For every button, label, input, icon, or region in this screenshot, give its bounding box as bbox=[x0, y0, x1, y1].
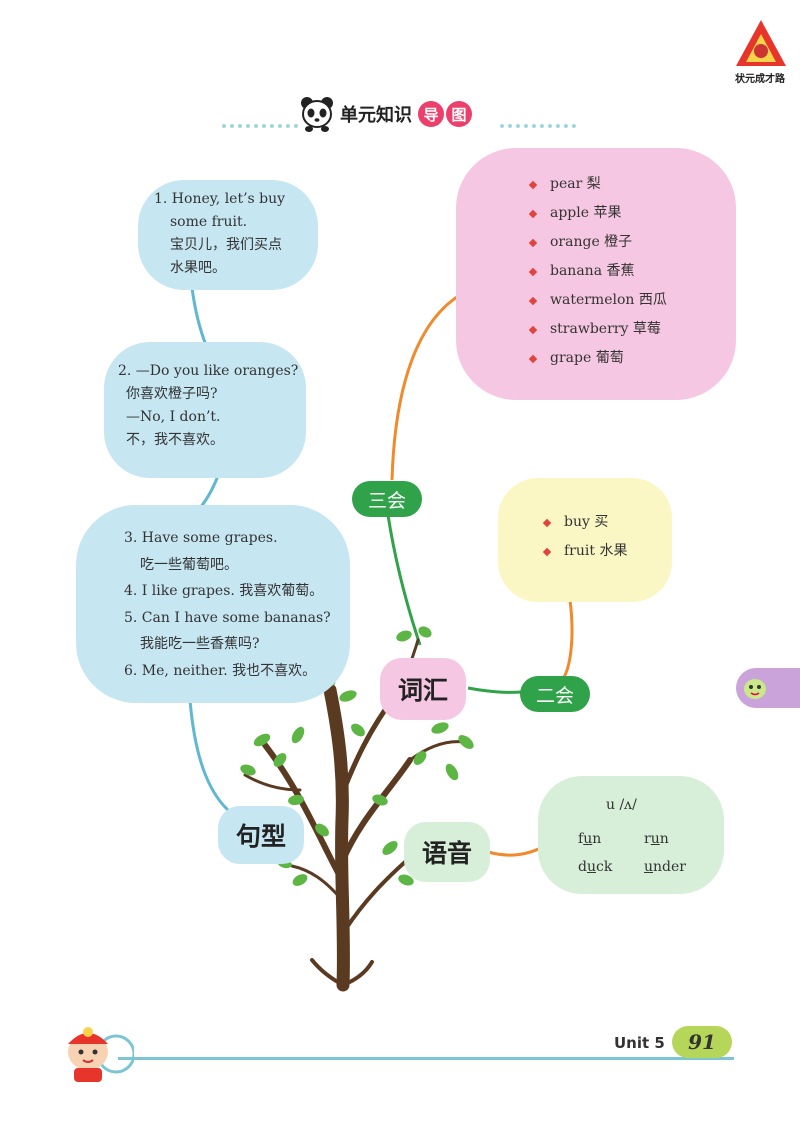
label-er-hui: 二会 bbox=[520, 676, 590, 712]
vocab-item: orange 橙子 bbox=[528, 228, 736, 257]
vocab-word: apple 苹果 bbox=[550, 205, 622, 221]
mascot-icon bbox=[68, 1027, 134, 1082]
title-badge-char-2: 图 bbox=[446, 101, 472, 127]
sentence-2-a-zh: 不，我不喜欢。 bbox=[126, 432, 224, 448]
vocab-word: fruit 水果 bbox=[564, 543, 628, 559]
vocab-word: grape 葡萄 bbox=[550, 350, 624, 366]
leaf-character-icon bbox=[744, 679, 766, 699]
sentence-6: 6. Me, neither. 我也不喜欢。 bbox=[124, 662, 317, 679]
header-dots-right bbox=[500, 124, 576, 128]
vocab-san-bubble: pear 梨 apple 苹果 orange 橙子 banana 香蕉 wate… bbox=[456, 148, 736, 400]
bullet-icon bbox=[528, 325, 538, 334]
vocab-word: orange 橙子 bbox=[550, 234, 633, 250]
vocab-word: pear 梨 bbox=[550, 176, 601, 192]
sentence-5-zh: 我能吃一些香蕉吗? bbox=[140, 636, 260, 652]
page-number: 91 bbox=[672, 1026, 732, 1058]
bullet-icon bbox=[528, 209, 538, 218]
vocab-item: banana 香蕉 bbox=[528, 257, 736, 286]
brand-logo-icon bbox=[736, 20, 786, 66]
sentence-bubble-3: 3. Have some grapes. 吃一些葡萄吧。 4. I like g… bbox=[76, 505, 350, 703]
sentence-1-en-cont: some fruit. bbox=[170, 214, 248, 230]
phonics-word: run bbox=[644, 831, 669, 847]
section-title: 单元知识 导 图 bbox=[300, 94, 472, 134]
sentence-1-zh: 宝贝儿，我们买点 bbox=[170, 237, 282, 253]
sentence-1-en: 1. Honey, let’s buy bbox=[154, 191, 286, 207]
sentence-5-en: 5. Can I have some bananas? bbox=[124, 609, 331, 626]
sentence-2-a-en: —No, I don’t. bbox=[126, 409, 221, 425]
bullet-icon bbox=[528, 354, 538, 363]
bullet-icon bbox=[542, 547, 552, 556]
phonics-heading: u /ʌ/ bbox=[606, 797, 637, 813]
bullet-icon bbox=[528, 267, 538, 276]
bullet-icon bbox=[542, 518, 552, 527]
phonics-bubble: u /ʌ/ fun run duck under bbox=[538, 776, 724, 894]
phonics-word: under bbox=[644, 859, 686, 875]
label-san-hui: 三会 bbox=[352, 481, 422, 517]
vocab-word: buy 买 bbox=[564, 514, 609, 530]
phonics-word: duck bbox=[578, 859, 613, 875]
bullet-icon bbox=[528, 238, 538, 247]
label-juxing: 句型 bbox=[218, 806, 304, 864]
bullet-icon bbox=[528, 180, 538, 189]
sentence-4: 4. I like grapes. 我喜欢葡萄。 bbox=[124, 583, 324, 599]
sentence-bubble-2: 2. —Do you like oranges? 你喜欢橙子吗? —No, I … bbox=[104, 342, 306, 478]
title-text: 单元知识 bbox=[340, 105, 412, 126]
label-yuyin: 语音 bbox=[404, 822, 490, 882]
sentence-2-q-en: 2. —Do you like oranges? bbox=[118, 363, 299, 379]
header-dots-left bbox=[222, 124, 298, 128]
vocab-item: fruit 水果 bbox=[542, 537, 672, 566]
vocab-word: strawberry 草莓 bbox=[550, 321, 661, 337]
sentence-bubble-1: 1. Honey, let’s buy some fruit. 宝贝儿，我们买点… bbox=[138, 180, 318, 290]
vocab-word: banana 香蕉 bbox=[550, 263, 635, 279]
vocab-item: watermelon 西瓜 bbox=[528, 286, 736, 315]
unit-label: Unit 5 bbox=[614, 1034, 665, 1052]
side-tab bbox=[736, 668, 800, 708]
vocab-item: grape 葡萄 bbox=[528, 344, 736, 373]
vocab-item: pear 梨 bbox=[528, 170, 736, 199]
vocab-item: buy 买 bbox=[542, 508, 672, 537]
vocab-item: strawberry 草莓 bbox=[528, 315, 736, 344]
vocab-er-bubble: buy 买 fruit 水果 bbox=[498, 478, 672, 602]
footer-line bbox=[118, 1057, 734, 1060]
sentence-3-en: 3. Have some grapes. bbox=[124, 530, 278, 546]
panda-icon bbox=[301, 97, 333, 132]
sentence-2-q-zh: 你喜欢橙子吗? bbox=[126, 386, 218, 402]
phonics-word: fun bbox=[578, 831, 602, 847]
brand-logo-text: 状元成才路 bbox=[735, 74, 785, 85]
label-cihui: 词汇 bbox=[380, 658, 466, 720]
title-badge: 导 图 bbox=[418, 101, 472, 127]
vocab-word: watermelon 西瓜 bbox=[550, 292, 667, 308]
sentence-3-zh: 吃一些葡萄吧。 bbox=[140, 556, 238, 573]
title-badge-char-1: 导 bbox=[418, 101, 444, 127]
bullet-icon bbox=[528, 296, 538, 305]
vocab-item: apple 苹果 bbox=[528, 199, 736, 228]
sentence-1-zh-cont: 水果吧。 bbox=[170, 260, 226, 276]
